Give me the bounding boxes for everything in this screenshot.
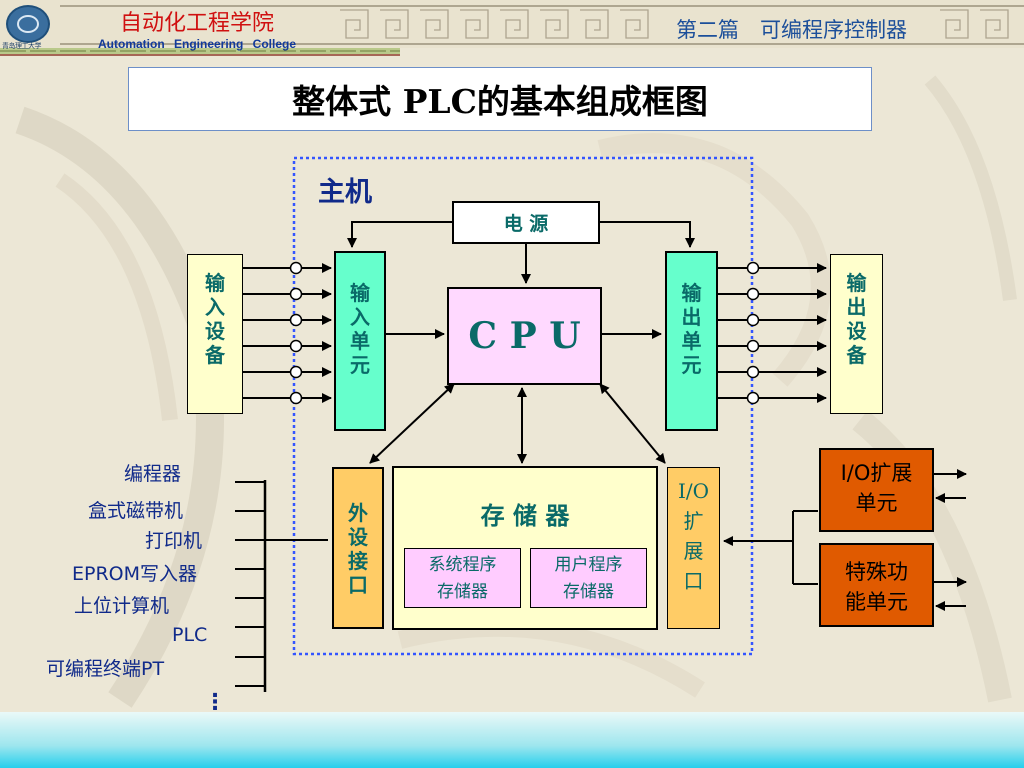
input-device-char: 设 — [205, 319, 225, 343]
college-name-cn: 自动化工程学院 — [120, 11, 275, 36]
input-device-char: 备 — [205, 343, 225, 367]
io-port-line1: I/O — [677, 479, 710, 503]
input-unit-box: 输入单元 — [334, 251, 386, 431]
output-unit-char: 单 — [681, 329, 702, 353]
input-unit-label: 输入单元 — [336, 281, 384, 377]
special-function-line2: 能单元 — [845, 590, 908, 614]
host-label: 主机 — [318, 177, 372, 208]
peripheral-terminal-pt: 可编程终端PT — [46, 658, 165, 680]
input-device-label: 输入设备 — [188, 271, 242, 367]
peripheral-interface-box: 外设接口 — [332, 467, 384, 629]
power-supply-label: 电 源 — [503, 213, 549, 235]
output-device-char: 备 — [846, 343, 867, 367]
output-device-char: 设 — [846, 319, 867, 343]
college-name-en: Automation Engineering College — [98, 37, 297, 51]
peripheral-interface-char: 外 — [348, 501, 368, 525]
io-port-line2: 扩 — [683, 509, 704, 533]
output-device-box: 输出设备 — [830, 254, 883, 414]
slide-header: 青岛理工大学 自动化工程学院 Automation Engineering Co… — [0, 0, 1024, 58]
input-unit-char: 输 — [350, 281, 370, 305]
peripheral-programmer: 编程器 — [124, 463, 182, 485]
output-unit-box: 输出单元 — [665, 251, 718, 431]
user-memory-line1: 用户程序 — [554, 555, 623, 575]
output-unit-char: 元 — [681, 353, 702, 377]
peripheral-eprom-writer: EPROM写入器 — [72, 563, 198, 585]
peripheral-printer: 打印机 — [145, 530, 203, 552]
io-port-line3: 展 — [683, 539, 704, 563]
input-unit-char: 入 — [350, 305, 370, 329]
peripheral-interface-char: 口 — [348, 573, 368, 597]
system-memory-line2: 存储器 — [437, 582, 488, 602]
peripheral-interface-char: 接 — [348, 549, 368, 573]
input-device-box: 输入设备 — [187, 254, 243, 414]
output-unit-char: 出 — [681, 305, 702, 329]
peripheral-interface-char: 设 — [348, 525, 368, 549]
output-device-char: 输 — [846, 271, 867, 295]
university-name: 青岛理工大学 — [2, 42, 42, 50]
memory-box: 存 储 器 系统程序 存储器 用户程序 存储器 — [392, 466, 658, 630]
peripheral-interface-label: 外设接口 — [334, 501, 382, 597]
cpu-box: C P U — [447, 287, 602, 385]
user-program-memory: 用户程序 存储器 — [530, 548, 647, 608]
user-memory-line2: 存储器 — [563, 582, 614, 602]
host-boundary — [292, 156, 754, 656]
io-port-line4: 口 — [683, 569, 704, 593]
special-function-line1: 特殊功 — [845, 560, 908, 584]
io-expansion-port-box: I/O 扩 展 口 — [667, 467, 720, 629]
memory-title: 存 储 器 — [480, 502, 570, 530]
io-expansion-line2: 单元 — [855, 491, 898, 515]
input-unit-char: 元 — [350, 353, 370, 377]
peripheral-host-computer: 上位计算机 — [74, 595, 170, 617]
cpu-label: C P U — [468, 315, 581, 357]
output-device-label: 输出设备 — [831, 271, 882, 367]
page-title: 整体式 PLC的基本组成框图 — [292, 82, 708, 121]
system-memory-line1: 系统程序 — [428, 555, 497, 575]
special-function-unit-box: 特殊功 能单元 — [819, 543, 934, 627]
peripheral-plc: PLC — [172, 624, 208, 646]
io-expansion-unit-box: I/O扩展 单元 — [819, 448, 934, 532]
university-logo — [6, 5, 50, 43]
system-program-memory: 系统程序 存储器 — [404, 548, 521, 608]
course-title: 第二篇 可编程序控制器 — [676, 18, 907, 42]
input-unit-char: 单 — [350, 329, 370, 353]
io-expansion-line1: I/O扩展 — [840, 461, 913, 485]
header-meander-pattern — [0, 0, 1024, 56]
peripheral-tape-drive: 盒式磁带机 — [88, 500, 184, 522]
power-supply-box: 电 源 — [452, 201, 600, 244]
bottom-gradient-bar — [0, 712, 1024, 768]
output-unit-label: 输出单元 — [667, 281, 716, 377]
input-device-char: 输 — [205, 271, 225, 295]
page-title-box: 整体式 PLC的基本组成框图 — [128, 67, 872, 131]
output-unit-char: 输 — [681, 281, 702, 305]
output-device-char: 出 — [846, 295, 867, 319]
input-device-char: 入 — [205, 295, 225, 319]
peripheral-more-ellipsis: ⋮ — [204, 690, 226, 715]
